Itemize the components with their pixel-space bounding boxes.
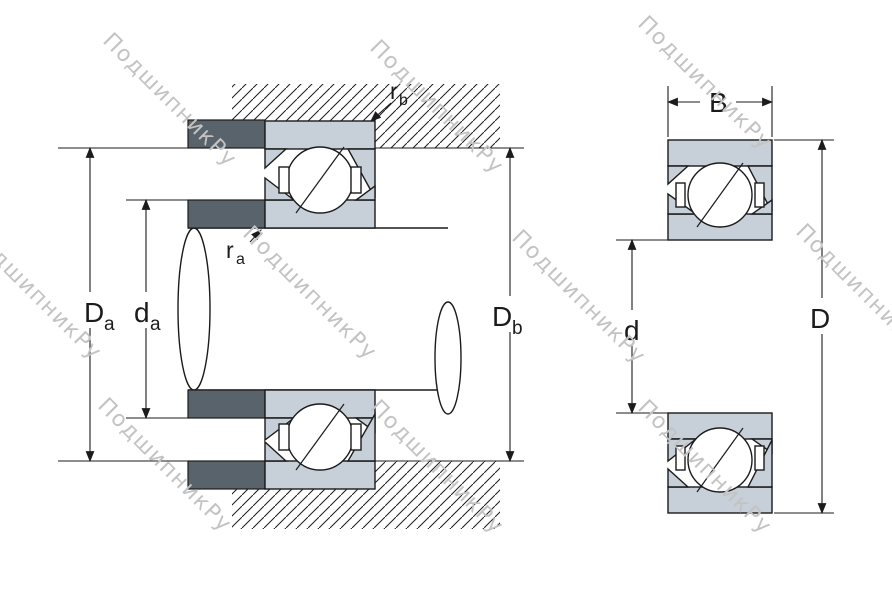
dim-label-bg-d — [612, 310, 652, 346]
dim-label-Da-main: D — [84, 297, 104, 328]
bearing-section-top — [667, 139, 773, 241]
dim-label-bg-D — [800, 298, 842, 334]
dim-label-bg-Db — [486, 296, 534, 332]
bearing-section-bottom — [264, 389, 376, 490]
dim-label-da-main: d — [134, 297, 150, 328]
dim-label-ra-main: r — [226, 237, 234, 263]
dim-label-da-sub: a — [150, 314, 161, 335]
dim-label-bg-da — [126, 292, 168, 328]
dim-label-d-main: d — [624, 315, 640, 346]
cage-left — [278, 166, 290, 194]
shaft-body — [190, 229, 448, 389]
spacer-ring-top-inner — [187, 199, 266, 229]
right-view — [667, 139, 773, 514]
inner-ring-shoulder-right — [353, 184, 376, 201]
leader-rb — [370, 102, 392, 122]
outer-ring-band — [667, 139, 773, 167]
cage-right — [754, 182, 765, 208]
dim-label-D-main: D — [810, 303, 830, 334]
ball-contact-line — [295, 403, 345, 471]
ball-contact-line — [696, 427, 744, 493]
dimensions-left: D a d a D b r b r a — [76, 78, 534, 463]
left-view — [58, 84, 524, 529]
dimensions-right: B d D — [612, 86, 842, 515]
leader-ra — [249, 229, 262, 243]
outer-ring-shoulder-left — [264, 440, 288, 462]
watermark-text: ПодшипникРу — [633, 11, 777, 155]
outer-ring-shoulder-left — [667, 165, 690, 186]
dim-label-B-main: B — [709, 87, 728, 118]
cage-left — [278, 423, 290, 451]
dim-label-ra-sub: a — [236, 251, 245, 268]
dim-label-Db-main: D — [492, 301, 512, 332]
spacer-ring-top-outer — [187, 119, 266, 149]
outer-ring-shoulder-left — [667, 467, 690, 488]
dim-label-Db-sub: b — [512, 318, 523, 339]
watermark-text: ПодшипникРу — [98, 28, 242, 172]
spacer-ring-bottom-inner — [187, 389, 266, 419]
dim-label-rb-main: r — [390, 78, 398, 104]
dim-label-bg-B — [700, 86, 736, 116]
dim-label-Da-sub: a — [104, 314, 115, 335]
shaft-end-ellipse-left — [177, 227, 211, 391]
outer-ring-shoulder-left — [264, 148, 288, 170]
bearing-section-bottom — [667, 412, 773, 514]
cage-left — [675, 445, 686, 471]
cage-left — [675, 182, 686, 208]
ball-contact-line — [696, 162, 744, 228]
shaft-end-ellipse-right — [434, 301, 462, 415]
ball-contact-line — [295, 146, 345, 214]
cage-right — [350, 166, 362, 194]
outer-ring-band — [264, 120, 376, 150]
watermark-text: ПодшипникРу — [791, 219, 892, 363]
cage-right — [350, 423, 362, 451]
bearing-section-top — [264, 120, 376, 229]
cage-right — [754, 445, 765, 471]
dim-label-rb-sub: b — [399, 92, 408, 109]
spacer-ring-bottom-outer — [187, 460, 266, 490]
dim-label-bg-Da — [76, 292, 122, 328]
